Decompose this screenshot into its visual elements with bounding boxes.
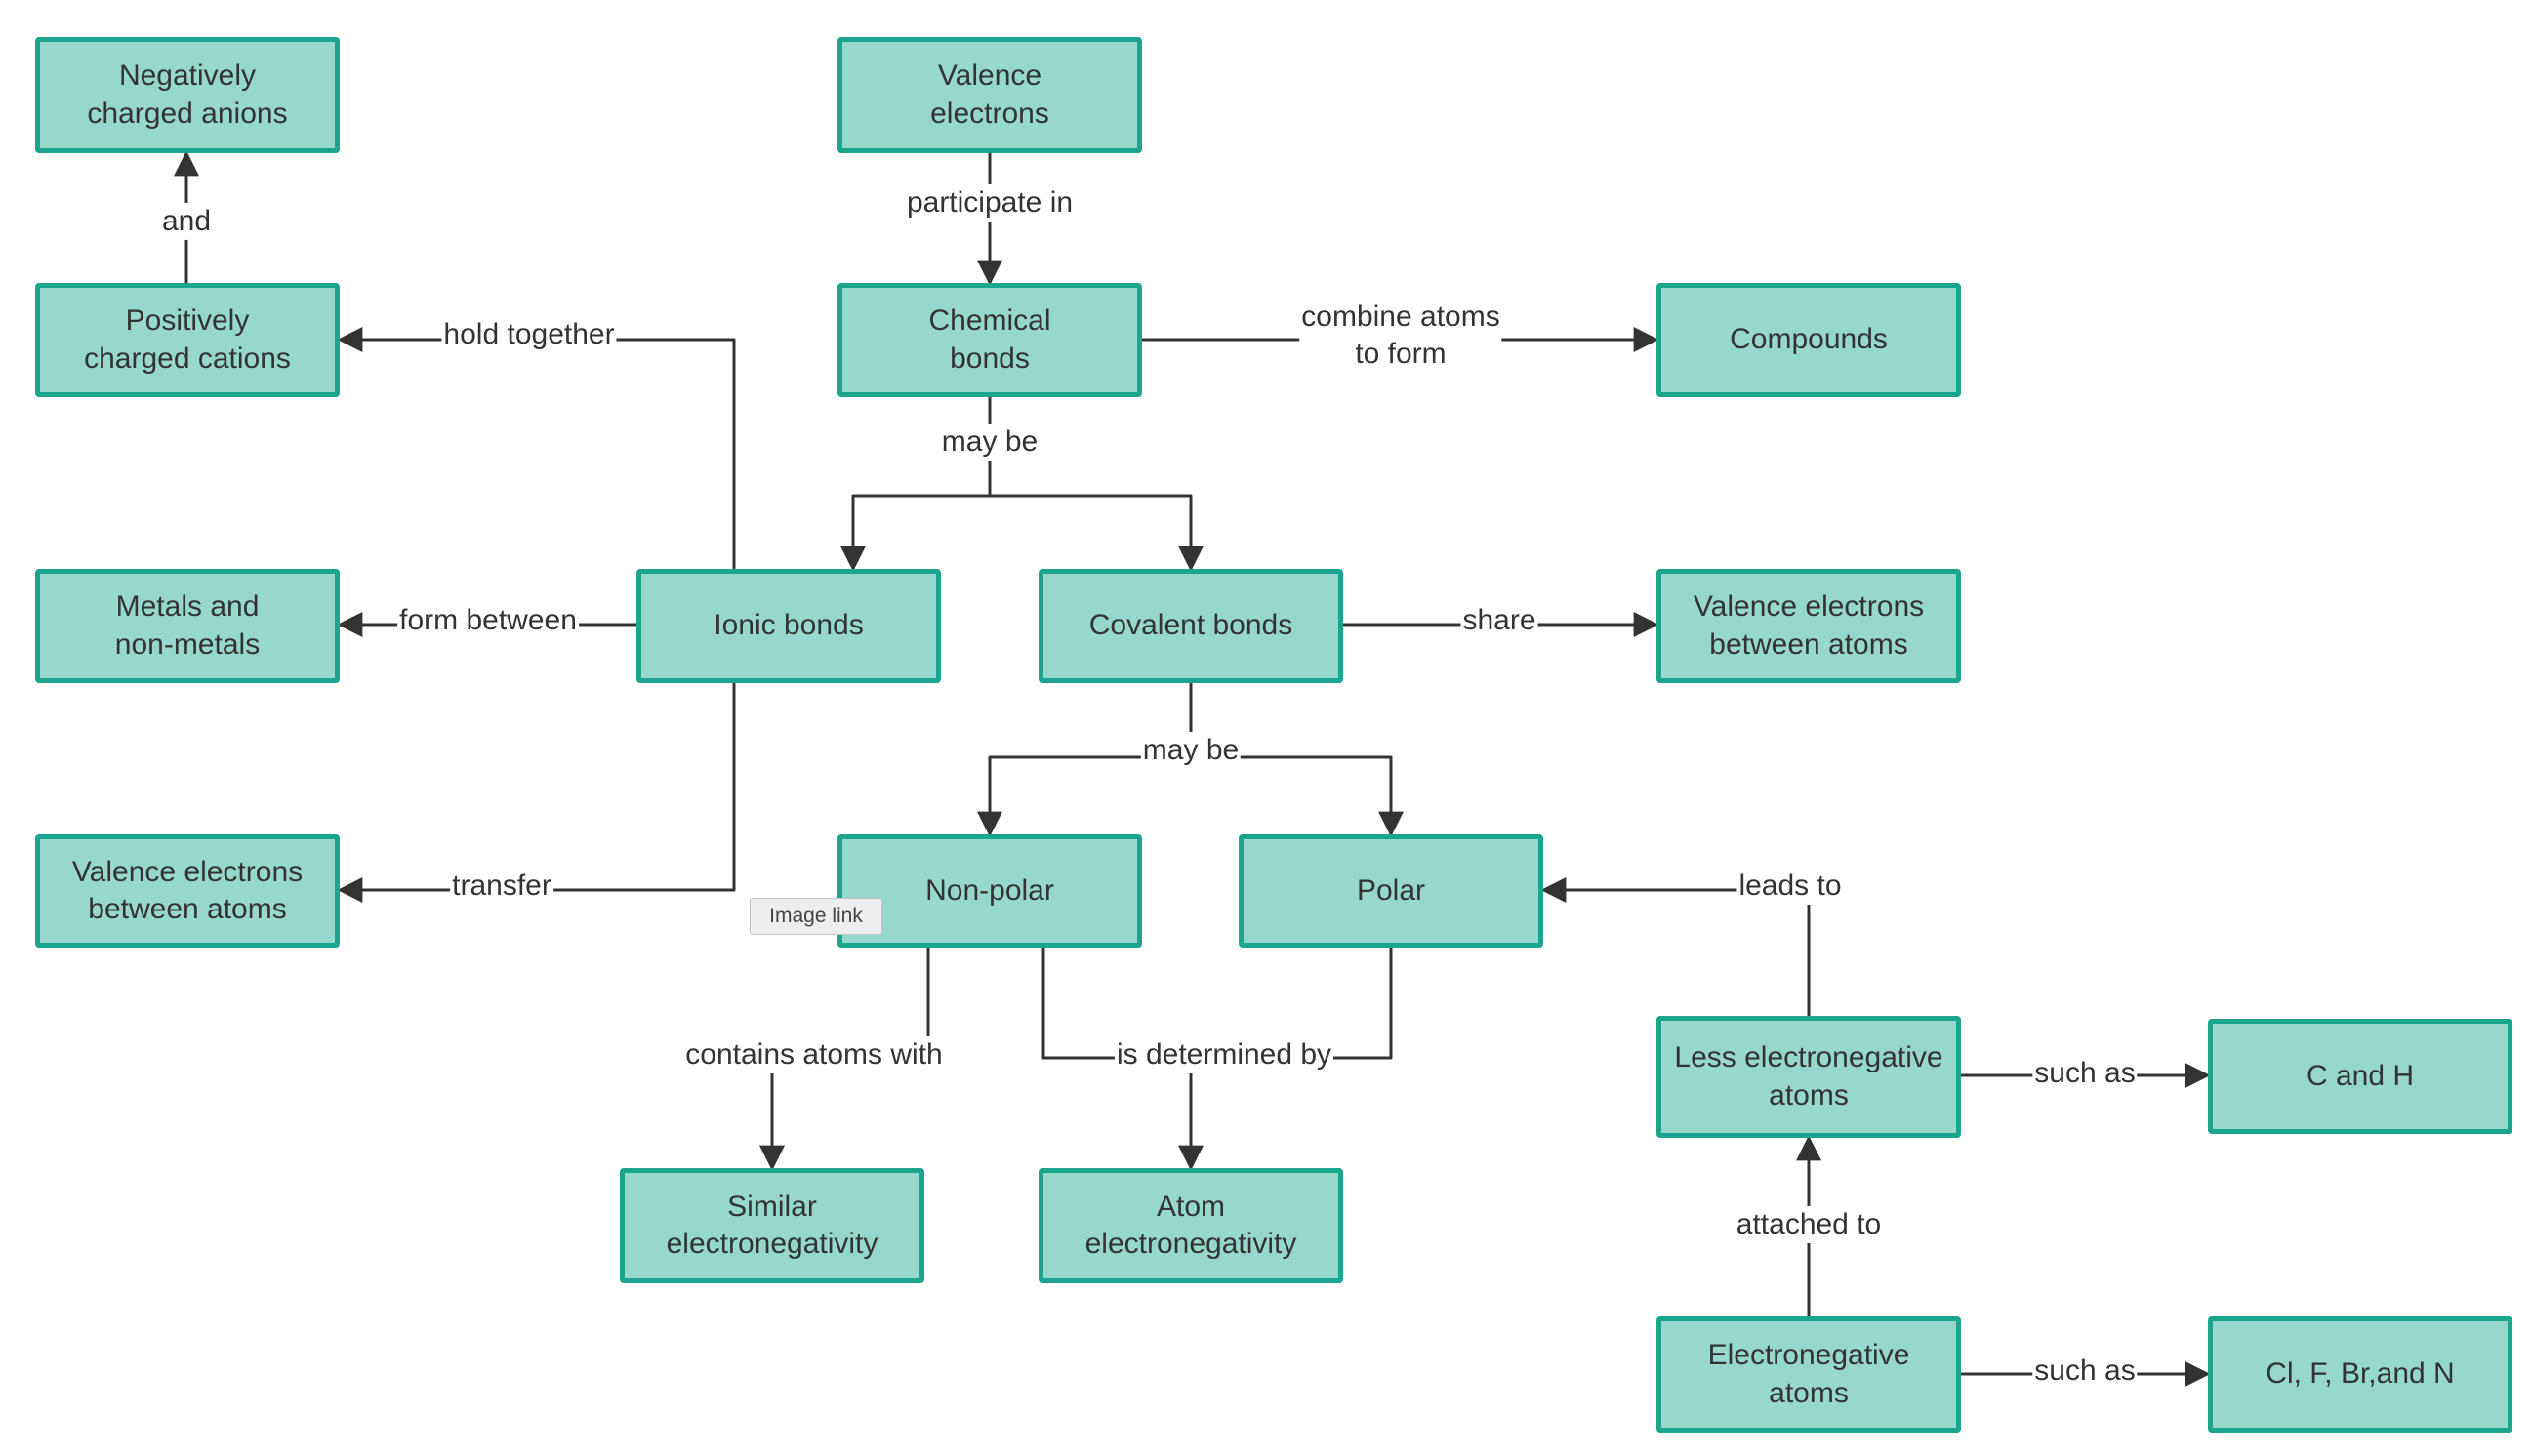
node-similar-electronegativity[interactable]: Similar electronegativity [620, 1168, 924, 1283]
edge-label-hold-together: hold together [441, 315, 617, 354]
edge-label-is-determined-by: is determined by [1114, 1035, 1334, 1074]
node-chemical-bonds[interactable]: Chemical bonds [837, 283, 1142, 397]
edge-label-transfer: transfer [450, 867, 553, 906]
node-covalent-bonds[interactable]: Covalent bonds [1039, 569, 1343, 683]
node-positively-charged-cations[interactable]: Positively charged cations [35, 283, 340, 397]
edge-leads-to [1540, 877, 1811, 1016]
edge-label-and: and [159, 202, 214, 241]
node-negatively-charged-anions[interactable]: Negatively charged anions [35, 37, 340, 153]
edge-label-contains-atoms-with: contains atoms with [683, 1035, 945, 1074]
node-c-and-h[interactable]: C and H [2208, 1019, 2512, 1134]
edge-label-such-as-c-and-h: such as [2032, 1054, 2138, 1093]
edge-label-such-as-cl-f-br-n: such as [2032, 1352, 2138, 1391]
edge-label-form-between: form between [397, 601, 579, 640]
node-electronegative-atoms[interactable]: Electronegative atoms [1656, 1316, 1961, 1433]
node-cl-f-br-n[interactable]: Cl, F, Br,and N [2208, 1316, 2512, 1433]
edge-label-participate-in: participate in [904, 183, 1076, 222]
edge-transfer [337, 683, 736, 903]
edge-hold-together [337, 327, 736, 569]
node-compounds[interactable]: Compounds [1656, 283, 1961, 397]
edge-label-leads-to: leads to [1736, 867, 1844, 906]
edge-label-may-be-covalent: may be [1140, 731, 1242, 770]
image-link-button[interactable]: Image link [750, 898, 882, 935]
node-valence-electrons-transferred[interactable]: Valence electrons between atoms [35, 834, 340, 948]
node-non-polar[interactable]: Non-polar [837, 834, 1142, 948]
node-ionic-bonds[interactable]: Ionic bonds [636, 569, 941, 683]
node-valence-electrons[interactable]: Valence electrons [837, 37, 1142, 153]
node-polar[interactable]: Polar [1239, 834, 1543, 948]
node-atom-electronegativity[interactable]: Atom electronegativity [1039, 1168, 1343, 1283]
node-valence-electrons-shared[interactable]: Valence electrons between atoms [1656, 569, 1961, 683]
edge-label-attached-to: attached to [1734, 1205, 1884, 1244]
edge-label-may-be-chemical: may be [939, 423, 1041, 462]
edge-label-combine-atoms-to-form: combine atoms to form [1299, 298, 1502, 374]
edge-may-be-covalent [990, 494, 1204, 572]
edge-cov-to-polar [1191, 755, 1404, 837]
node-metals-and-non-metals[interactable]: Metals and non-metals [35, 569, 340, 683]
node-less-electronegative-atoms[interactable]: Less electronegative atoms [1656, 1016, 1961, 1138]
edge-cov-to-nonpolar [977, 683, 1193, 837]
edge-label-share: share [1460, 601, 1538, 640]
